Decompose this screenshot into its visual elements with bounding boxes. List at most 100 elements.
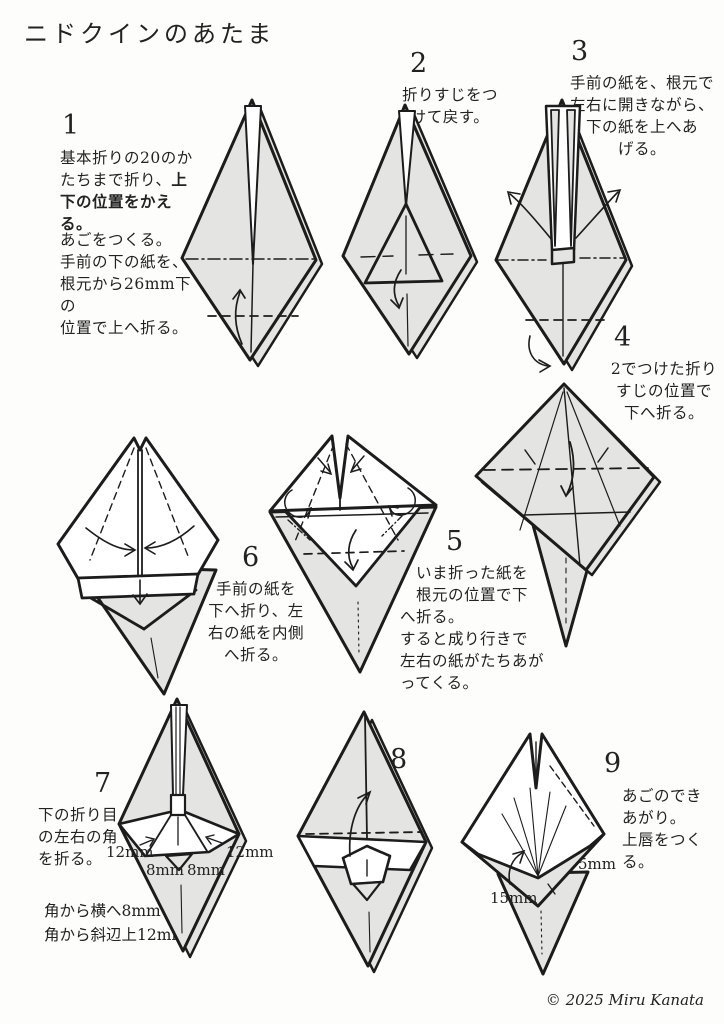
step-9-instructions: あごのでき あがり。 上唇をつく る。 — [622, 787, 703, 871]
crease-line — [368, 911, 371, 953]
step-5-number: 5 — [446, 526, 464, 557]
hidden-edge — [523, 511, 631, 516]
measurement-8mm-left: 8mm — [146, 861, 184, 879]
fan-ray — [501, 813, 539, 877]
fold-arrow-icon — [390, 269, 404, 310]
fan-ray — [513, 797, 539, 877]
diagram-step-3 — [484, 92, 634, 374]
step-9-number: 9 — [604, 748, 622, 779]
center-crease — [364, 715, 368, 839]
step-1-instructions: 基本折りの20のか たちまで折り、上 下の位置をかえる。 — [60, 147, 196, 235]
diagram-step-1 — [168, 92, 338, 370]
step-1-number: 1 — [62, 110, 80, 141]
diagram-step-2 — [333, 98, 483, 363]
crease-line — [150, 637, 159, 679]
step-2-number: 2 — [410, 48, 428, 79]
center-crease — [250, 263, 254, 353]
hidden-edge — [275, 512, 429, 518]
crease-line — [146, 814, 172, 855]
fold-arrow-icon — [317, 457, 333, 476]
fold-arrow-icon — [575, 188, 622, 239]
inner-flap — [550, 109, 560, 247]
fold-arrow-icon — [560, 441, 575, 498]
paper-band — [76, 572, 200, 600]
copyright-text: © 2025 Miru Kanata — [545, 991, 704, 1009]
measurement-12mm-left: 12mm — [106, 843, 154, 861]
fold-arrow-icon — [506, 191, 553, 241]
fold-arrow-icon — [232, 288, 246, 345]
notch-triangle — [351, 880, 383, 902]
measurement-8mm-right: 8mm — [187, 861, 225, 879]
fan-ray — [537, 805, 567, 877]
center-crease — [406, 293, 409, 347]
fold-arrow-icon — [344, 529, 359, 572]
step-5-instructions: いま折った紙を 根元の位置で下 へ折る。 すると成り行きで 左右の紙がたちあが … — [400, 564, 545, 692]
step-1-text-bold: 上 下の位置をかえる。 — [60, 170, 188, 233]
crease-tick — [524, 449, 536, 465]
step-7-instructions: 下の折り目 の左右の角 を折る。 — [38, 806, 119, 868]
fold-line-dashed — [305, 831, 423, 835]
crease-line — [566, 391, 621, 527]
measure-arrow-icon — [204, 834, 223, 845]
step-3-number: 3 — [571, 36, 589, 67]
diagram-step-9 — [452, 726, 617, 981]
fold-arrow-icon — [132, 579, 148, 606]
crease-line — [184, 814, 208, 852]
crease-tick — [597, 447, 609, 463]
measurement-12mm-right: 12mm — [226, 843, 274, 861]
diagram-step-5 — [252, 432, 447, 680]
layer-edge — [142, 588, 198, 631]
crease-line — [360, 255, 394, 258]
fold-line-dashed — [303, 550, 405, 555]
paper-front-layer — [474, 382, 656, 572]
fold-arrow-icon — [143, 525, 195, 555]
root-bar — [550, 246, 576, 266]
crease-line — [540, 910, 543, 955]
paper-front-layer — [268, 434, 438, 513]
fold-line-dashed — [549, 765, 595, 827]
layer-edge — [82, 592, 146, 631]
step-2-instructions: 折りすじをつ けて戻す。 — [401, 86, 498, 126]
paper-front-layer — [180, 98, 318, 362]
fold-line-dashed — [345, 443, 399, 541]
fold-arrow-icon — [508, 849, 526, 885]
crease-line — [180, 884, 183, 934]
step-3-instructions: 手前の紙を、根元で 左右に開きながら、 下の紙を上へあ げる。 — [569, 74, 714, 158]
fold-arrow-icon — [85, 527, 137, 557]
step-6-number: 6 — [242, 542, 260, 573]
page-title: ニドクインのあたま — [24, 20, 276, 48]
step-6-instructions: 手前の紙を 下へ折り、左 右の紙を内側 へ折る。 — [207, 580, 304, 664]
step-7-notes: 角から横へ8mm 角から斜辺上12mm — [44, 902, 187, 944]
fold-arrow-icon — [348, 790, 372, 857]
rotate-arrow-icon — [284, 489, 313, 519]
measurement-15mm: 15mm — [490, 889, 538, 907]
step-4-number: 4 — [614, 322, 632, 353]
rotate-arrow-icon — [387, 487, 416, 517]
fold-line-dashed — [145, 447, 189, 557]
fold-line-dashed — [89, 447, 135, 561]
fold-line-dashed — [483, 467, 649, 471]
crease-line — [287, 519, 311, 541]
diagram-step-8 — [278, 706, 448, 978]
center-slit — [398, 110, 416, 207]
measure-arrow-icon — [139, 836, 156, 847]
center-slit — [170, 704, 188, 796]
center-slit — [244, 105, 262, 265]
measurement-5mm: 5mm — [578, 855, 616, 873]
fold-arrow-icon — [528, 335, 552, 373]
folded-triangle — [363, 202, 444, 285]
crease-line — [418, 253, 454, 256]
fan-ray — [537, 791, 551, 877]
root-bar — [169, 793, 187, 817]
step-4-instructions: 2でつけた折り すじの位置で 下へ折る。 — [610, 360, 718, 422]
crease-line — [381, 515, 403, 537]
diagram-step-6 — [48, 432, 228, 702]
crease-line — [357, 601, 360, 655]
fold-line-dashed — [293, 443, 335, 545]
step-1-text: 基本折りの20のか たちまで折り、 — [60, 149, 193, 189]
chin-band — [460, 832, 606, 908]
diagram-step-7 — [110, 693, 290, 983]
notch-triangle — [164, 852, 194, 872]
crease-tick — [547, 883, 556, 895]
